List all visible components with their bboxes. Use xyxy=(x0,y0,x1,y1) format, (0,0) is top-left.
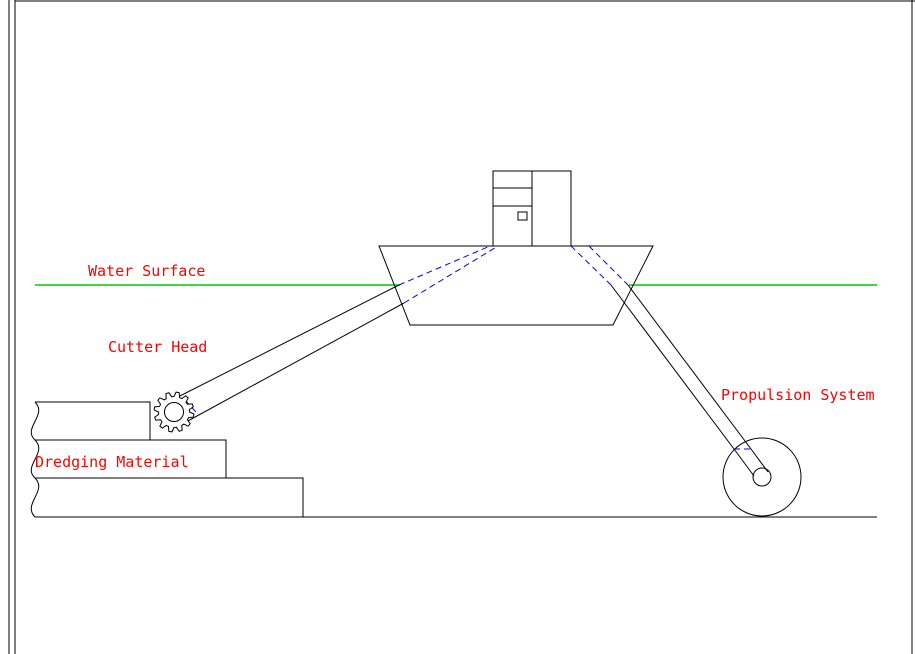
dredging-material-label: Dredging Material xyxy=(35,453,189,471)
propulsion-wheel xyxy=(722,437,802,517)
cutter-arm-hidden xyxy=(184,245,499,413)
propulsion-system-label: Propulsion System xyxy=(721,386,875,404)
boat-cabin xyxy=(492,170,572,247)
propulsion-arm-hidden xyxy=(570,245,751,450)
water-surface-label: Water Surface xyxy=(88,262,206,280)
cutter-arm xyxy=(167,284,405,423)
cutter-head-label: Cutter Head xyxy=(108,338,208,356)
propulsion-arm xyxy=(610,284,769,477)
dredging-material-blocks xyxy=(30,401,304,518)
cutter-head-gear xyxy=(153,391,195,433)
frame xyxy=(8,0,915,654)
